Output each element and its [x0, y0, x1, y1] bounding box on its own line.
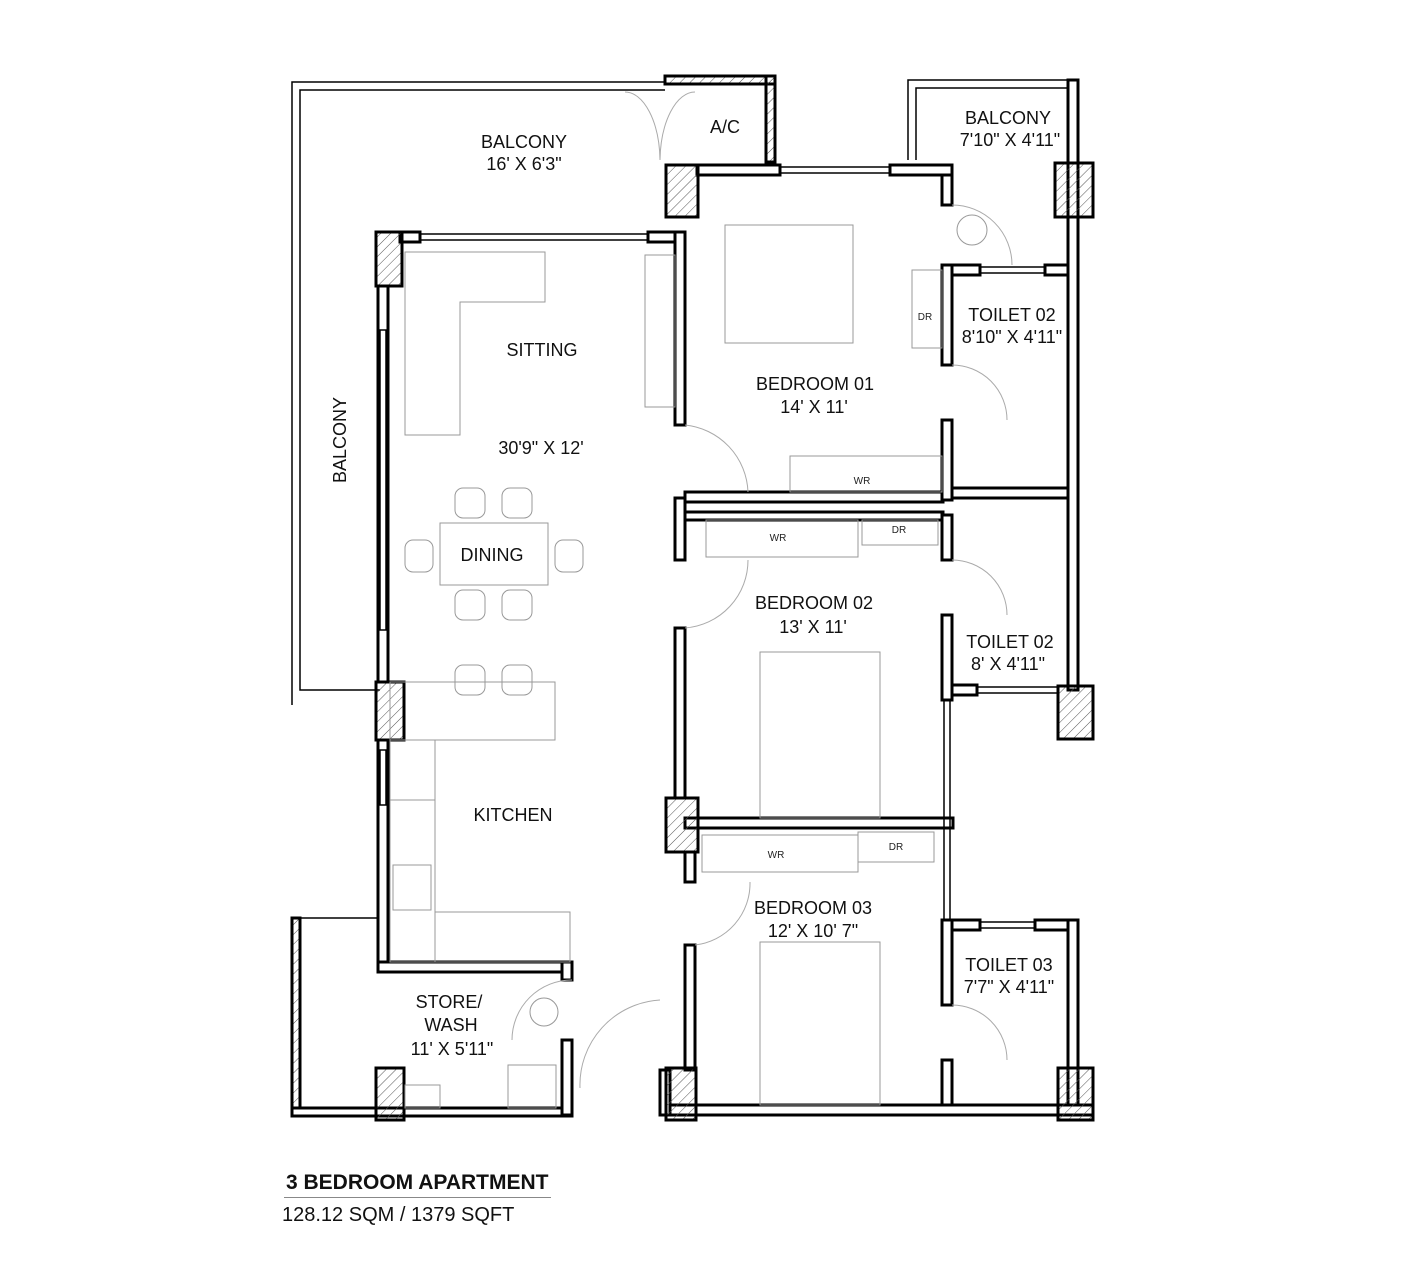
dressing-label: DR: [918, 312, 932, 323]
bedroom01-size: 14' X 11': [780, 397, 848, 417]
furniture: [389, 214, 988, 1109]
toilet02a-label: TOILET 02: [968, 305, 1055, 325]
kitchen-label: KITCHEN: [473, 805, 552, 825]
toilet03-label: TOILET 03: [965, 955, 1052, 975]
room-labels: BALCONY 16' X 6'3" A/C BALCONY 7'10" X 4…: [330, 108, 1062, 1059]
dining-label: DINING: [461, 545, 524, 565]
store-label-1: STORE/: [416, 992, 483, 1012]
bedroom02-label: BEDROOM 02: [755, 593, 873, 613]
balcony-side-label: BALCONY: [330, 397, 350, 483]
store-label-2: WASH: [424, 1015, 477, 1035]
ac-label: A/C: [710, 117, 740, 137]
bedroom01-label: BEDROOM 01: [756, 374, 874, 394]
plan-title: 3 BEDROOM APARTMENT: [284, 1171, 551, 1198]
balcony-main-size: 16' X 6'3": [486, 154, 561, 174]
store-size: 11' X 5'11": [411, 1039, 494, 1059]
living-size: 30'9" X 12': [498, 438, 583, 458]
wardrobe-label: WR: [768, 850, 785, 861]
plan-area: 128.12 SQM / 1379 SQFT: [282, 1204, 515, 1226]
toilet02b-label: TOILET 02: [966, 632, 1053, 652]
balcony-right-label: BALCONY: [965, 108, 1051, 128]
bedroom03-label: BEDROOM 03: [754, 898, 872, 918]
toilet02a-size: 8'10" X 4'11": [962, 327, 1062, 347]
dressing-label: DR: [892, 525, 906, 536]
bedroom02-size: 13' X 11': [779, 617, 847, 637]
door-swings: [511, 91, 1013, 1089]
balcony-main-label: BALCONY: [481, 132, 567, 152]
balcony-right-size: 7'10" X 4'11": [960, 130, 1060, 150]
dressing-label: DR: [889, 842, 903, 853]
wardrobe-label: WR: [770, 533, 787, 544]
toilet03-size: 7'7" X 4'11": [964, 977, 1054, 997]
toilet02b-size: 8' X 4'11": [971, 654, 1045, 674]
windows: [379, 166, 1059, 929]
wardrobe-label: WR: [854, 476, 871, 487]
sitting-label: SITTING: [507, 340, 578, 360]
bedroom03-size: 12' X 10' 7": [768, 921, 858, 941]
